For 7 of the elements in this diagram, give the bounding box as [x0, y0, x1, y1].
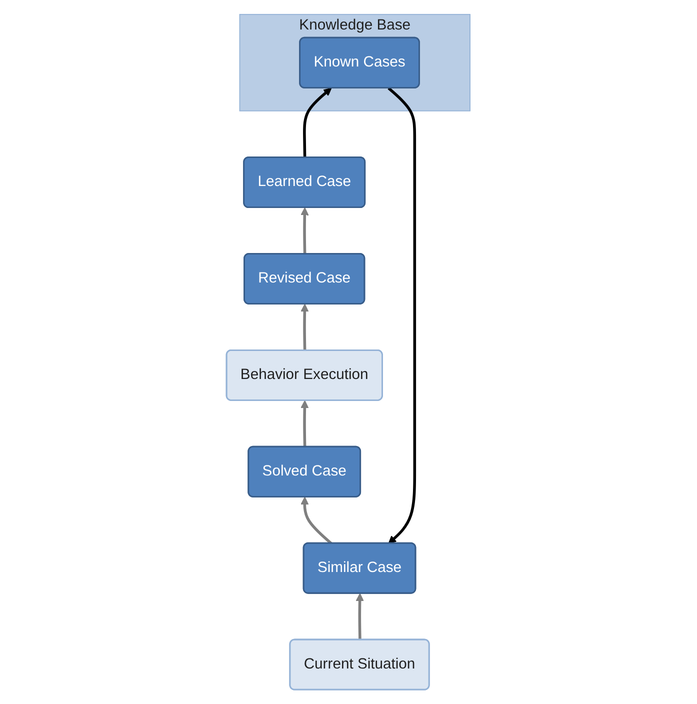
arrow — [300, 304, 309, 351]
arrow — [300, 400, 309, 448]
arrow — [356, 593, 364, 640]
arrow — [300, 207, 309, 254]
arrow — [303, 88, 332, 158]
arrow — [300, 496, 332, 545]
arrow — [388, 87, 416, 544]
